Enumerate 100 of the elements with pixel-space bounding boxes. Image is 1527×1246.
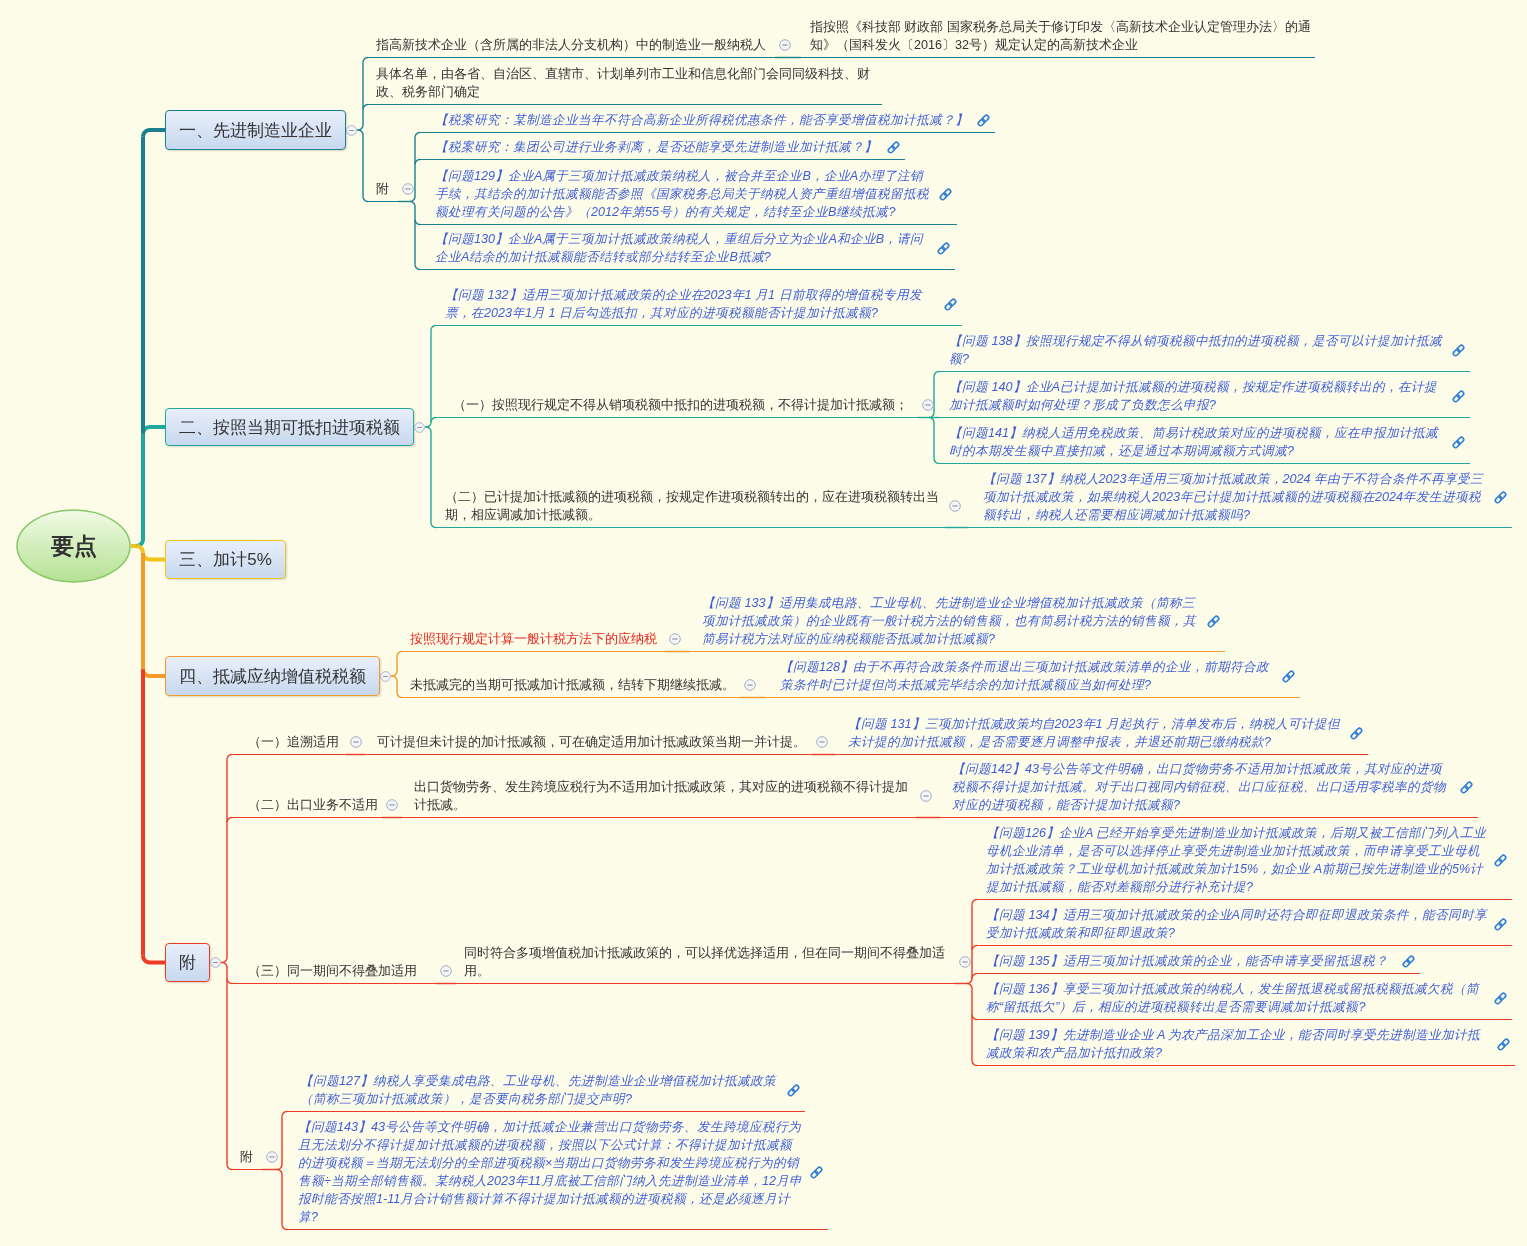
branch-line <box>430 416 437 423</box>
question-text: 【问题 136】享受三项加计抵减政策的纳税人，发生留抵退税或留抵税额抵减欠税（简称“留抵抵欠”）后，相应的进项税额转出是否需要调减加计抵减额? <box>986 981 1481 1016</box>
topic <box>939 332 1470 372</box>
branch-line <box>409 200 416 221</box>
topic <box>456 944 955 984</box>
topic-text: 附 <box>240 1149 254 1166</box>
branch-line <box>425 426 432 524</box>
question-text: 【问题 137】纳税人2023年适用三项加计抵减政策，2024 年由于不符合条件不再享受三项加计抵减政策，如果纳税人2023年已计提加计抵减额的进项税额在2024年发生进项税额转出，纳税人还需要相应调减加计抵减额吗? <box>983 471 1485 524</box>
topic-text: 指按照《科技部 财政部 国家税务总局关于修订印发〈高新技术企业认定管理办法〉的通知》（国科发火〔2016〕32号）规定认定的高新技术企业 <box>810 19 1311 54</box>
branch-line <box>774 56 802 59</box>
branch-line <box>430 522 437 529</box>
branch-line <box>381 816 403 819</box>
branch-line <box>971 1013 973 1062</box>
branch-line <box>414 136 416 166</box>
topic <box>368 65 882 105</box>
topic <box>232 1148 262 1170</box>
branch-line <box>928 375 935 419</box>
topic <box>368 180 398 202</box>
branch-line <box>281 1223 288 1231</box>
branch-line <box>917 416 930 419</box>
branch-line <box>966 977 973 985</box>
branch-line <box>396 650 403 658</box>
branch-line <box>971 1013 978 1021</box>
branch-line <box>362 56 369 64</box>
branch-line <box>391 675 398 694</box>
branch-line <box>414 218 416 266</box>
topic <box>402 778 916 818</box>
branch-line <box>226 977 228 1166</box>
branch-line <box>221 821 228 964</box>
question-text: 【问题 140】企业A已计提加计抵减额的进项税额，按规定作进项税额转出的，在计提加计抵减额时如何处理？形成了负数怎么申报? <box>949 379 1438 414</box>
topic <box>939 424 1470 464</box>
branch-line <box>409 163 416 203</box>
topic <box>436 396 918 418</box>
branch-line <box>357 129 364 198</box>
branch-line <box>141 552 145 670</box>
question-text: 【问题129】企业A属于三项加计抵减政策纳税人，被合并至企业B，企业A办理了注销手续，其结余的加计抵减额能否参照《国家税务总局关于纳税人资产重组增值税留抵税额处理有关问题的公告》（2012年第55号）的有关规定，结转至企业B继续抵减? <box>435 168 930 221</box>
topic <box>420 111 995 133</box>
branch-line <box>971 949 973 980</box>
branch-line <box>915 816 941 819</box>
question-text: 【问题141】纳税人适用免税政策、简易计税政策对应的进项税额，应在申报加计抵减时的本期发生额中直接扣减，还是通过本期调减额方式调减? <box>949 425 1440 460</box>
branch-line <box>971 898 978 906</box>
branch-line <box>135 544 145 555</box>
topic <box>436 286 962 326</box>
branch-line <box>811 753 836 756</box>
topic <box>977 906 1512 946</box>
branch-line <box>425 421 432 428</box>
question-text: 【问题 133】适用集成电路、工业母机、先进制造业企业增值税加计抵减政策（简称三项加计抵减政策）的企业既有一般计税方法的销售额，也有简易计税方法的销售额，其简易计税方法对应的应纳税额能否抵减加计抵减额? <box>702 595 1198 648</box>
question-text: 【问题 134】适用三项加计抵减政策的企业A同时还符合即征即退政策条件，能否同时享受加计抵减政策和即征即退政策? <box>986 907 1488 942</box>
branch-line <box>391 655 398 677</box>
branch-line <box>141 128 165 138</box>
topic-text: （一）追溯适用 <box>248 734 340 751</box>
branch-line <box>220 961 223 964</box>
topic <box>232 962 436 984</box>
topic-text: （二）出口业务不适用 <box>248 797 378 814</box>
branch-line <box>966 982 973 1016</box>
topic <box>365 733 812 755</box>
branch-line <box>396 691 403 699</box>
branch-line <box>356 129 359 131</box>
topic <box>977 952 1420 974</box>
question-text: 【问题126】企业A 已经开始享受先进制造业加计抵减政策，后期又被工信部门列入工业母机企业清单，是否可以选择停止享受先进制造业加计抵减政策，而申请享受工业母机加计抵减政策？工业母机加计抵减政策加计15%，如企业 A前期已按先进制造业的5%计提加计抵减额，能否对差额部分进行补充计提? <box>986 825 1488 896</box>
branch-line <box>414 218 421 226</box>
branch-line <box>226 1163 233 1171</box>
topic-text: 可计提但未计提的加计抵减额，可在确定适用加计抵减政策当期一并计提。 <box>377 734 807 751</box>
topic-text: 按照现行规定计算一般计税方法下的应纳税 <box>410 631 658 648</box>
branch-topic: 四、抵减应纳增值税税额 <box>165 656 380 696</box>
branch-line <box>664 650 691 653</box>
branch-line <box>424 426 427 428</box>
branch-line <box>141 669 145 956</box>
branch-line <box>357 108 364 131</box>
branch-line <box>261 1168 278 1171</box>
topic-text: 未抵减完的当期可抵减加计抵减额，结转下期继续抵减。 <box>410 677 736 694</box>
topic <box>420 167 957 225</box>
branch-line <box>221 961 228 980</box>
topic-text: 指高新技术企业（含所属的非法人分支机构）中的制造业一般纳税人 <box>376 37 767 54</box>
branch-line <box>345 753 366 756</box>
question-text: 【问题130】企业A属于三项加计抵减政策纳税人，重组后分立为企业A和企业B，请问企业A结余的加计抵减额能否结转或部分结转至企业B抵减? <box>435 231 925 266</box>
question-text: 【问题142】43号公告等文件明确，出口货物劳务不适用加计抵减政策，其对应的进项税额不得计提加计抵减。对于出口视同内销征税、出口应征税、出口适用零税率的货物对应的进项税额，能否计提加计抵减额? <box>952 761 1448 814</box>
branch-line <box>739 696 766 699</box>
topic <box>690 594 1225 652</box>
topic <box>420 138 905 160</box>
topic <box>368 36 775 58</box>
topic <box>939 378 1470 418</box>
topic <box>968 470 1512 528</box>
branch-topic: 二、按照当期可抵扣进项税额 <box>165 408 414 446</box>
branch-line <box>971 1059 978 1067</box>
branch-line <box>276 1115 283 1171</box>
branch-line <box>226 758 228 824</box>
branch-line <box>131 544 137 548</box>
topic <box>835 715 1368 755</box>
question-text: 【问题 135】适用三项加计抵减政策的企业，能否申请享受留抵退税？ <box>986 953 1389 970</box>
branch-line <box>141 955 165 965</box>
branch-line <box>281 1110 288 1118</box>
question-text: 【问题 138】按照现行规定不得从销项税额中抵扣的进项税额，是否可以计提加计抵减额? <box>949 333 1444 368</box>
branch-line <box>944 526 969 529</box>
topic <box>287 1072 805 1112</box>
branch-topic: 一、先进制造业企业 <box>165 110 346 150</box>
branch-line <box>928 416 935 460</box>
branch-line <box>430 329 432 423</box>
topic <box>765 658 1300 698</box>
branch-line <box>276 1168 283 1226</box>
